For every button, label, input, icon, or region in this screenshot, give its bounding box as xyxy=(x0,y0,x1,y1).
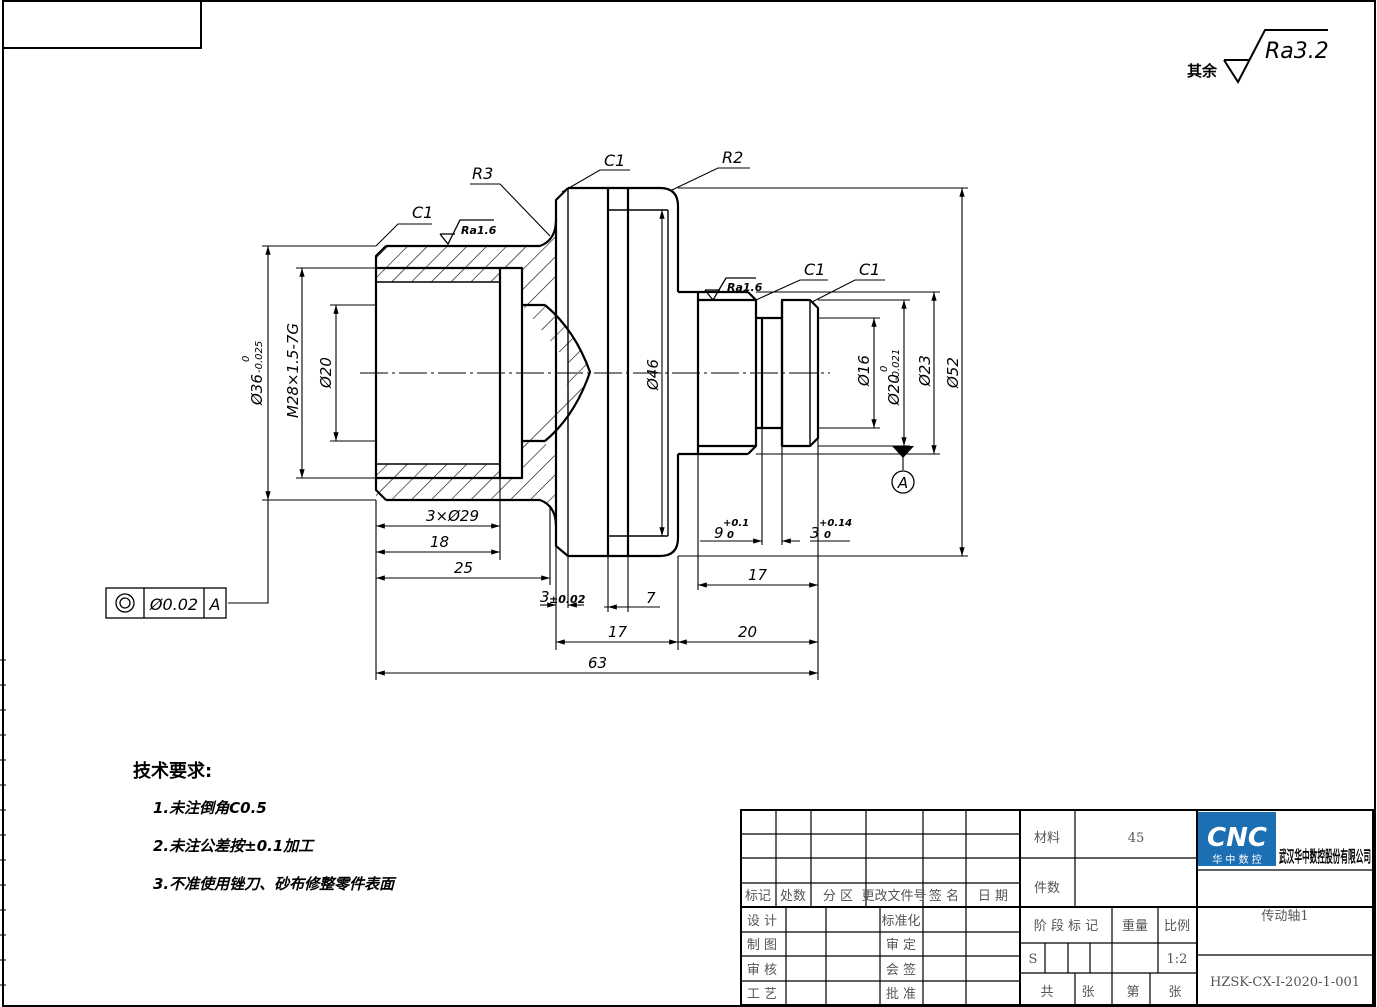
svg-text:批 准: 批 准 xyxy=(886,987,916,1002)
svg-text:S: S xyxy=(1029,952,1038,967)
svg-text:设 计: 设 计 xyxy=(747,914,777,929)
svg-text:-0.021: -0.021 xyxy=(891,349,902,381)
svg-text:3: 3 xyxy=(540,588,550,606)
svg-text:18: 18 xyxy=(430,533,449,551)
svg-text:标准化: 标准化 xyxy=(881,914,920,929)
svg-text:0: 0 xyxy=(727,530,734,541)
svg-text:武汉华中数控股份有限公司: 武汉华中数控股份有限公司 xyxy=(1279,847,1371,866)
svg-text:R2: R2 xyxy=(722,148,743,167)
svg-text:17: 17 xyxy=(608,623,628,641)
svg-text:材料: 材料 xyxy=(1034,831,1060,846)
svg-text:工 艺: 工 艺 xyxy=(747,987,777,1002)
svg-text:比例: 比例 xyxy=(1164,919,1190,934)
svg-text:Ra3.2: Ra3.2 xyxy=(1265,39,1329,64)
dimension-text: C1 R3 C1 R2 Ra1.6 Ra1.6 C1 C1 Ø36 0 -0.0… xyxy=(241,148,962,672)
company-logo: CNC 华 中 数 控 xyxy=(1198,812,1276,866)
svg-text:重量: 重量 xyxy=(1122,918,1148,934)
svg-text:更改文件号: 更改文件号 xyxy=(861,889,926,904)
svg-text:签 名: 签 名 xyxy=(929,888,959,904)
svg-text:标记: 标记 xyxy=(745,889,771,904)
svg-text:3×Ø29: 3×Ø29 xyxy=(426,507,479,525)
svg-text:17: 17 xyxy=(748,566,768,584)
svg-text:阶 段 标 记: 阶 段 标 记 xyxy=(1034,919,1098,934)
svg-text:Ø20: Ø20 xyxy=(885,374,903,406)
part-section xyxy=(374,186,820,558)
svg-text:制 图: 制 图 xyxy=(747,938,777,953)
geometric-tolerance-frame: Ø0.02 A xyxy=(105,587,227,619)
svg-text:7: 7 xyxy=(646,589,656,607)
datum-symbol: A xyxy=(891,446,915,494)
svg-text:3.不准使用锉刀、砂布修整零件表面: 3.不准使用锉刀、砂布修整零件表面 xyxy=(153,875,397,893)
svg-text:C1: C1 xyxy=(604,151,625,170)
svg-text:+0.14: +0.14 xyxy=(819,518,852,529)
svg-text:分 区: 分 区 xyxy=(823,889,853,904)
svg-text:±0.02: ±0.02 xyxy=(549,593,586,606)
svg-text:Ø0.02: Ø0.02 xyxy=(149,595,198,614)
svg-text:Ra1.6: Ra1.6 xyxy=(461,224,497,237)
svg-text:张: 张 xyxy=(1081,985,1094,1000)
concentricity-icon xyxy=(115,593,135,613)
title-block: 标记 处数 分 区 更改文件号 签 名 日 期 设 计 制 图 审 核 工 艺 … xyxy=(740,809,1374,1006)
svg-text:Ø46: Ø46 xyxy=(644,359,662,391)
svg-text:张: 张 xyxy=(1168,985,1181,1000)
svg-text:-0.025: -0.025 xyxy=(254,341,265,373)
svg-text:件数: 件数 xyxy=(1034,881,1060,896)
svg-text:0: 0 xyxy=(824,530,831,541)
svg-text:Ø52: Ø52 xyxy=(944,357,962,389)
svg-text:Ø16: Ø16 xyxy=(855,355,873,387)
svg-text:0: 0 xyxy=(879,366,890,372)
svg-text:CNC: CNC xyxy=(1207,823,1267,853)
svg-text:审 核: 审 核 xyxy=(747,963,777,978)
svg-text:会 签: 会 签 xyxy=(886,962,916,978)
svg-text:HZSK-CX-I-2020-1-001: HZSK-CX-I-2020-1-001 xyxy=(1210,975,1360,990)
svg-text:C1: C1 xyxy=(859,260,880,279)
svg-text:处数: 处数 xyxy=(780,889,806,904)
technical-requirements: 技术要求: 1.未注倒角C0.5 2.未注公差按±0.1加工 3.不准使用锉刀、… xyxy=(133,760,397,893)
svg-text:Ø20: Ø20 xyxy=(317,357,335,389)
svg-text:Ø23: Ø23 xyxy=(916,355,934,387)
svg-text:3: 3 xyxy=(810,524,820,542)
svg-text:A: A xyxy=(897,474,908,492)
svg-text:1.未注倒角C0.5: 1.未注倒角C0.5 xyxy=(153,799,267,817)
svg-text:C1: C1 xyxy=(412,203,433,222)
svg-text:共: 共 xyxy=(1040,985,1053,1000)
svg-text:华 中 数 控: 华 中 数 控 xyxy=(1212,853,1262,866)
svg-text:R3: R3 xyxy=(472,164,493,183)
svg-text:63: 63 xyxy=(588,654,607,672)
svg-text:A: A xyxy=(209,595,221,614)
svg-text:第: 第 xyxy=(1126,985,1139,1000)
svg-text:9: 9 xyxy=(714,524,724,542)
roughness-symbol-general: 其余 Ra3.2 xyxy=(1187,29,1329,85)
svg-text:其余: 其余 xyxy=(1187,62,1218,80)
svg-text:日 期: 日 期 xyxy=(978,889,1008,904)
svg-text:M28×1.5-7G: M28×1.5-7G xyxy=(284,323,302,418)
roughness-symbols xyxy=(439,219,756,302)
svg-text:2.未注公差按±0.1加工: 2.未注公差按±0.1加工 xyxy=(153,837,315,855)
svg-text:传动轴1: 传动轴1 xyxy=(1261,909,1308,924)
hatch-upper xyxy=(376,220,556,305)
svg-text:45: 45 xyxy=(1128,831,1145,846)
svg-text:+0.1: +0.1 xyxy=(723,518,749,529)
svg-text:Ra1.6: Ra1.6 xyxy=(727,281,763,294)
svg-text:1:2: 1:2 xyxy=(1167,952,1188,967)
svg-text:20: 20 xyxy=(738,623,757,641)
svg-text:C1: C1 xyxy=(804,260,825,279)
svg-text:审 定: 审 定 xyxy=(886,938,916,953)
svg-text:25: 25 xyxy=(454,559,473,577)
svg-text:技术要求:: 技术要求: xyxy=(133,760,212,782)
svg-text:Ø36: Ø36 xyxy=(248,374,266,406)
hatch-lower xyxy=(376,441,556,526)
svg-text:0: 0 xyxy=(241,356,252,362)
dimension-lines xyxy=(228,167,968,680)
